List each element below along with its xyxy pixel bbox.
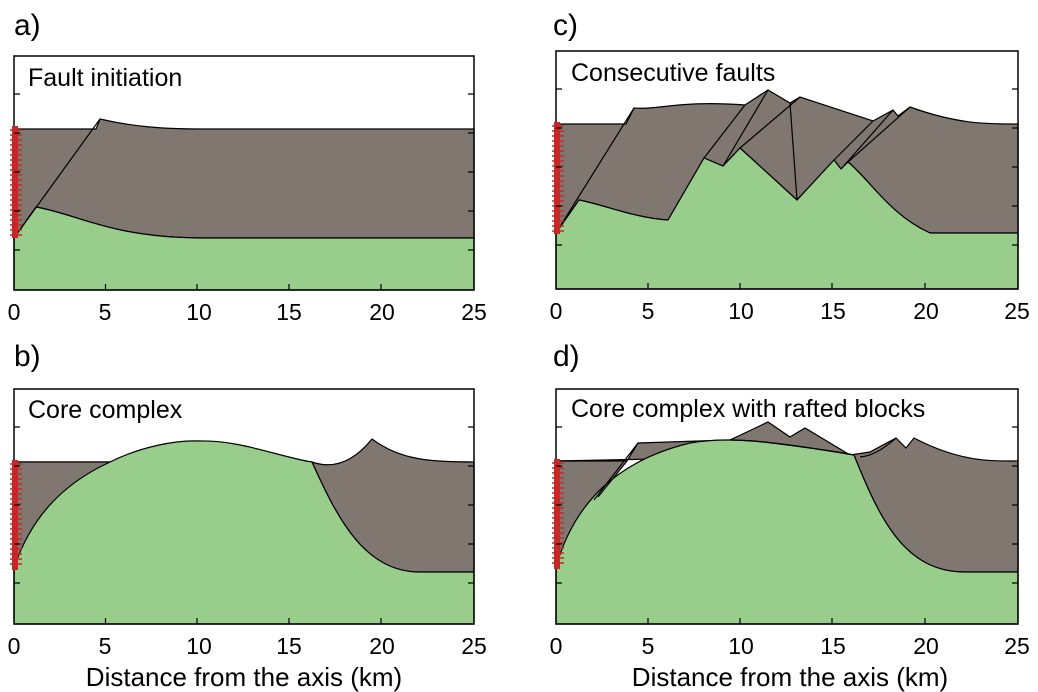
panel-c-tick-15: 15 xyxy=(820,298,846,324)
panel-b-letter: b) xyxy=(14,340,41,373)
panel-a-tick-20: 20 xyxy=(369,299,395,325)
panel-b-tick-0: 0 xyxy=(8,633,21,659)
panel-c-tick-20: 20 xyxy=(913,298,939,324)
panel-a-plot xyxy=(10,55,475,291)
panel-b-tick-10: 10 xyxy=(186,633,212,659)
panel-d-tick-5: 5 xyxy=(642,633,655,659)
panel-a-tick-15: 15 xyxy=(276,299,302,325)
panel-d-title: Core complex with rafted blocks xyxy=(571,395,925,423)
panel-a: a) Fault initiation 0 5 10 15 20 25 xyxy=(8,9,487,325)
panel-b-title: Core complex xyxy=(28,396,183,424)
panel-a-fault xyxy=(13,118,101,239)
panel-a-mantle xyxy=(13,206,475,291)
panel-d-tick-25: 25 xyxy=(1004,633,1030,659)
panel-c-tick-5: 5 xyxy=(642,298,655,324)
panel-c: c) Consecutive faults 0 5 10 15 20 25 xyxy=(550,9,1030,324)
panel-d-crust-left xyxy=(556,461,627,567)
panel-b-crust-left xyxy=(14,462,110,568)
panel-d: d) Core complex with rafted blocks 0 5 1… xyxy=(550,340,1030,692)
panel-b-plot xyxy=(10,388,475,625)
panel-a-title: Fault initiation xyxy=(28,64,182,92)
panel-b-mantle xyxy=(13,440,475,625)
panel-d-letter: d) xyxy=(553,340,580,373)
panel-a-letter: a) xyxy=(14,9,41,42)
panel-b-tick-25: 25 xyxy=(461,633,487,659)
panel-a-axis-marker xyxy=(10,126,22,238)
panel-d-xlabel: Distance from the axis (km) xyxy=(632,662,948,692)
panel-a-ticks xyxy=(14,93,474,290)
panel-b-tick-15: 15 xyxy=(276,633,302,659)
panel-c-axis-marker xyxy=(552,122,564,234)
panel-c-tick-25: 25 xyxy=(1004,298,1030,324)
panel-c-letter: c) xyxy=(553,9,578,42)
panel-c-mantle xyxy=(555,147,1019,290)
panel-d-tick-20: 20 xyxy=(913,633,939,659)
panel-d-tick-0: 0 xyxy=(550,633,563,659)
panel-a-tick-0: 0 xyxy=(8,299,21,325)
panel-d-plot xyxy=(552,388,1019,625)
panel-d-tick-10: 10 xyxy=(728,633,754,659)
panel-b-ticks xyxy=(14,426,474,624)
panel-d-tick-15: 15 xyxy=(820,633,846,659)
panel-d-faults xyxy=(556,437,897,501)
panel-c-ticks xyxy=(556,88,1018,289)
panel-d-axis-marker xyxy=(552,459,564,569)
panel-b: b) Core complex 0 5 10 15 20 25 Distance… xyxy=(8,340,487,692)
panel-d-ticks xyxy=(556,426,1018,624)
panel-c-title: Consecutive faults xyxy=(571,59,775,87)
panel-c-tick-0: 0 xyxy=(550,298,563,324)
panel-a-tick-5: 5 xyxy=(99,299,112,325)
panel-c-tick-10: 10 xyxy=(728,298,754,324)
panel-b-tick-20: 20 xyxy=(369,633,395,659)
panel-b-xlabel: Distance from the axis (km) xyxy=(86,662,402,692)
panel-a-tick-25: 25 xyxy=(461,299,487,325)
panel-c-faults xyxy=(555,89,911,234)
panel-c-plot xyxy=(552,50,1019,290)
panel-b-tick-5: 5 xyxy=(99,633,112,659)
panel-a-tick-10: 10 xyxy=(186,299,212,325)
